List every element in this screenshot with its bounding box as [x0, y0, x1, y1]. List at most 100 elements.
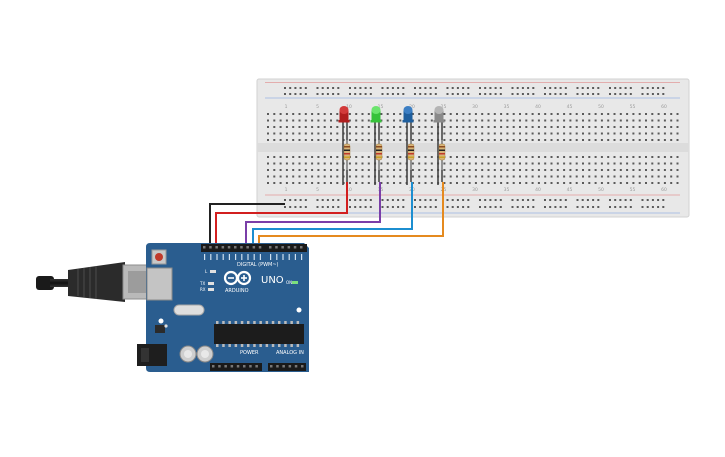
rail-hole[interactable] [284, 87, 286, 89]
breadboard-hole[interactable] [449, 139, 452, 141]
breadboard-hole[interactable] [632, 162, 635, 165]
rail-hole[interactable] [629, 199, 632, 201]
breadboard-hole[interactable] [575, 119, 578, 122]
breadboard-hole[interactable] [336, 139, 339, 141]
breadboard-hole[interactable] [449, 156, 452, 158]
rail-hole[interactable] [597, 87, 600, 89]
breadboard-hole[interactable] [600, 182, 603, 184]
breadboard-hole[interactable] [575, 169, 578, 171]
breadboard-hole[interactable] [487, 162, 490, 165]
breadboard-hole[interactable] [493, 139, 496, 141]
rail-hole[interactable] [456, 199, 459, 201]
breadboard-hole[interactable] [330, 162, 332, 165]
rail-hole[interactable] [446, 93, 449, 95]
rail-hole[interactable] [284, 93, 286, 95]
rail-hole[interactable] [294, 87, 297, 89]
breadboard-hole[interactable] [531, 182, 534, 184]
breadboard-hole[interactable] [487, 169, 490, 171]
breadboard-hole[interactable] [311, 162, 314, 165]
breadboard-hole[interactable] [399, 119, 402, 122]
breadboard-hole[interactable] [632, 119, 635, 122]
breadboard-hole[interactable] [418, 132, 421, 135]
wire-blue[interactable] [252, 182, 413, 248]
rail-hole[interactable] [489, 93, 492, 95]
breadboard-hole[interactable] [594, 132, 597, 135]
breadboard-hole[interactable] [355, 175, 358, 178]
breadboard-hole[interactable] [298, 169, 301, 171]
breadboard-hole[interactable] [386, 126, 389, 128]
breadboard-hole[interactable] [550, 139, 553, 141]
rail-hole[interactable] [564, 87, 567, 89]
breadboard-hole[interactable] [663, 182, 666, 184]
rail-hole[interactable] [521, 206, 524, 208]
breadboard-hole[interactable] [607, 126, 610, 128]
breadboard-hole[interactable] [317, 139, 320, 141]
breadboard-hole[interactable] [336, 126, 339, 128]
breadboard-hole[interactable] [619, 139, 622, 141]
breadboard-hole[interactable] [512, 132, 515, 135]
breadboard-hole[interactable] [481, 169, 484, 171]
breadboard-hole[interactable] [330, 156, 332, 158]
rail-hole[interactable] [576, 199, 579, 201]
rail-hole[interactable] [284, 206, 286, 208]
rail-hole[interactable] [544, 206, 546, 208]
breadboard-hole[interactable] [304, 162, 307, 165]
rail-hole[interactable] [402, 199, 405, 201]
breadboard-hole[interactable] [619, 132, 622, 135]
breadboard-hole[interactable] [575, 162, 578, 165]
breadboard-hole[interactable] [418, 156, 421, 158]
breadboard-hole[interactable] [487, 139, 490, 141]
rail-hole[interactable] [289, 199, 292, 201]
breadboard-hole[interactable] [645, 162, 647, 165]
breadboard-hole[interactable] [676, 169, 679, 171]
breadboard-hole[interactable] [493, 182, 496, 184]
rail-hole[interactable] [326, 206, 329, 208]
rail-hole[interactable] [349, 93, 351, 95]
breadboard-hole[interactable] [638, 119, 641, 122]
header-pin[interactable] [258, 246, 262, 249]
breadboard-hole[interactable] [600, 156, 603, 158]
breadboard-hole[interactable] [399, 156, 402, 158]
breadboard-hole[interactable] [285, 113, 288, 115]
breadboard-hole[interactable] [430, 126, 433, 128]
breadboard-hole[interactable] [500, 119, 503, 122]
breadboard-hole[interactable] [411, 175, 414, 178]
rail-hole[interactable] [321, 93, 324, 95]
breadboard-hole[interactable] [670, 139, 673, 141]
rail-hole[interactable] [586, 206, 589, 208]
breadboard-hole[interactable] [285, 162, 288, 165]
rail-hole[interactable] [451, 93, 454, 95]
rail-hole[interactable] [284, 199, 286, 201]
rail-hole[interactable] [619, 93, 622, 95]
breadboard-hole[interactable] [449, 126, 452, 128]
rail-hole[interactable] [349, 87, 351, 89]
breadboard-hole[interactable] [531, 156, 534, 158]
breadboard-hole[interactable] [613, 156, 616, 158]
breadboard-hole[interactable] [632, 126, 635, 128]
rail-hole[interactable] [299, 199, 302, 201]
rail-hole[interactable] [662, 206, 665, 208]
rail-hole[interactable] [402, 206, 405, 208]
breadboard-hole[interactable] [619, 126, 622, 128]
breadboard-hole[interactable] [317, 119, 320, 122]
breadboard-hole[interactable] [556, 175, 559, 178]
breadboard-hole[interactable] [619, 182, 622, 184]
breadboard-hole[interactable] [386, 175, 389, 178]
breadboard-hole[interactable] [481, 162, 484, 165]
breadboard-hole[interactable] [456, 175, 458, 178]
rail-hole[interactable] [614, 199, 617, 201]
breadboard-hole[interactable] [519, 132, 521, 135]
breadboard-hole[interactable] [468, 132, 471, 135]
breadboard-hole[interactable] [292, 156, 295, 158]
breadboard-hole[interactable] [292, 162, 295, 165]
breadboard-hole[interactable] [537, 182, 540, 184]
breadboard-hole[interactable] [443, 169, 446, 171]
breadboard-hole[interactable] [279, 132, 282, 135]
breadboard-hole[interactable] [607, 162, 610, 165]
breadboard-hole[interactable] [449, 175, 452, 178]
breadboard-hole[interactable] [626, 169, 629, 171]
breadboard-hole[interactable] [430, 156, 433, 158]
breadboard-hole[interactable] [619, 156, 622, 158]
breadboard-hole[interactable] [651, 182, 654, 184]
rail-hole[interactable] [402, 87, 405, 89]
